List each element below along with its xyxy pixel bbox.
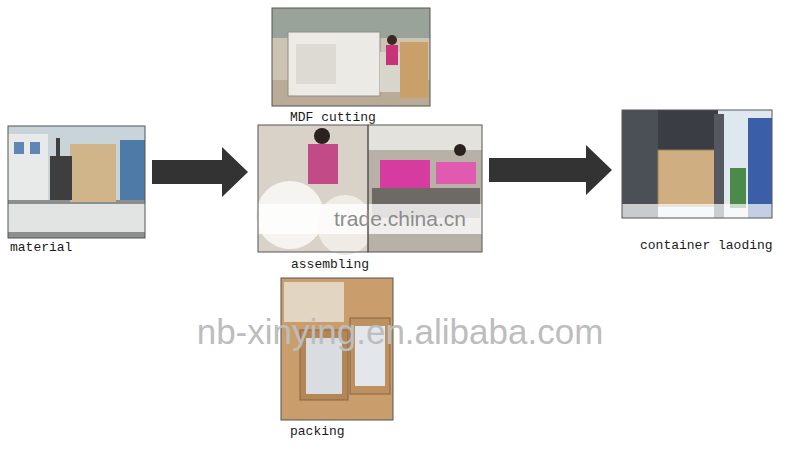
flow-arrow: [152, 147, 248, 197]
building: [8, 134, 48, 204]
photo-step-box: assembling: [258, 125, 482, 273]
step-caption: assembling: [291, 257, 369, 273]
board-stack: [400, 42, 428, 98]
worker-head: [387, 35, 397, 45]
photo-border: [258, 125, 368, 252]
photo-ground: [272, 8, 430, 106]
worker-head: [454, 144, 466, 156]
photo-border: [622, 110, 772, 218]
pink-parts: [380, 160, 430, 188]
watermark-band: [8, 204, 145, 232]
step-caption: material: [10, 240, 72, 256]
container-inside: [658, 110, 718, 150]
window: [30, 142, 40, 154]
photo-step-box: packing: [281, 278, 393, 440]
container-door: [714, 114, 724, 218]
mdf-photo: [272, 8, 430, 106]
building-blue: [120, 140, 145, 200]
step-caption: MDF cutting: [290, 110, 376, 126]
carton-stack: [658, 150, 716, 206]
photo-border: [8, 126, 145, 238]
blue-tarp: [748, 118, 772, 218]
saw-panel: [296, 44, 336, 84]
flow-arrow: [489, 145, 612, 195]
watermark-band: [258, 204, 482, 234]
container-photo: [622, 110, 772, 218]
photo-wall: [368, 125, 482, 150]
photo-sky: [8, 126, 145, 238]
carton-stack: [70, 144, 116, 202]
assembling-photo: [256, 125, 482, 255]
photo-step-box: MDF cutting: [272, 8, 430, 126]
step-caption: container laoding: [640, 238, 773, 254]
watermark: trade.china.cn: [334, 207, 466, 231]
photo-sky: [622, 110, 772, 218]
forklift-mast: [56, 138, 60, 158]
worker-body: [386, 45, 398, 65]
forklift: [50, 156, 72, 200]
watermark-band: [622, 204, 772, 218]
container-wall: [622, 110, 658, 218]
pink-parts: [436, 162, 476, 184]
window: [14, 142, 24, 154]
photo-border: [368, 125, 482, 252]
worker-head: [314, 128, 330, 144]
step-caption: packing: [290, 424, 345, 440]
material-photo: [8, 126, 145, 238]
worker-body: [308, 144, 338, 184]
watermark: nb-xinying.en.alibaba.com: [197, 312, 604, 352]
photo-step-box: container laoding: [622, 110, 775, 254]
saw-machine: [288, 32, 380, 96]
photo-border: [272, 8, 430, 106]
ground: [8, 200, 145, 238]
tree: [730, 168, 746, 208]
photo-step-box: material: [8, 126, 145, 256]
